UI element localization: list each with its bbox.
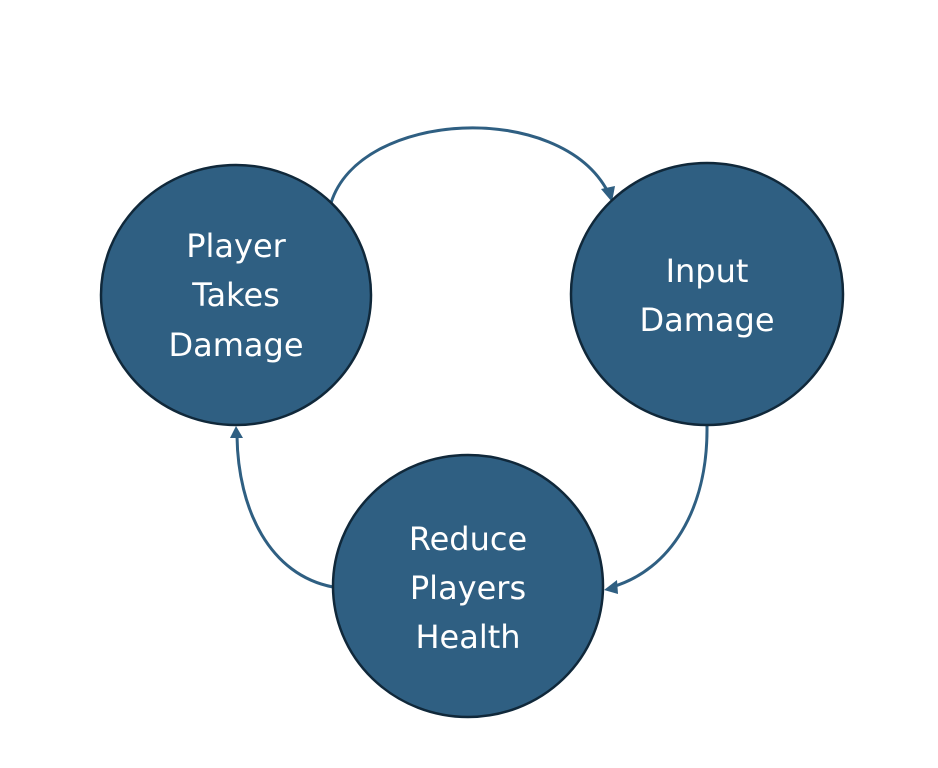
edge-n2-to-n3 [611, 425, 709, 589]
node-circle [569, 161, 845, 427]
edge-n3-to-n1 [235, 435, 334, 589]
arrowhead-n3-to-n1 [230, 426, 243, 438]
node-label-line: Damage [639, 301, 774, 339]
arrowhead-n1-to-n2 [601, 186, 615, 202]
node-reduce-players-health: Reduce Players Health [331, 453, 605, 719]
node-label-line: Damage [168, 326, 303, 364]
node-input-damage: Input Damage [569, 161, 845, 427]
node-circle [331, 453, 605, 719]
node-label-line: Players [410, 569, 526, 607]
node-label-line: Health [415, 618, 520, 656]
node-label-line: Player [186, 227, 286, 265]
node-player-takes-damage: Player Takes Damage [99, 163, 373, 427]
node-circle [99, 163, 373, 427]
node-label-line: Takes [191, 276, 280, 314]
edge-n1-to-n2 [329, 126, 610, 204]
arrowhead-n2-to-n3 [604, 580, 618, 594]
node-label-line: Input [666, 252, 749, 290]
node-label-line: Reduce [409, 520, 527, 558]
